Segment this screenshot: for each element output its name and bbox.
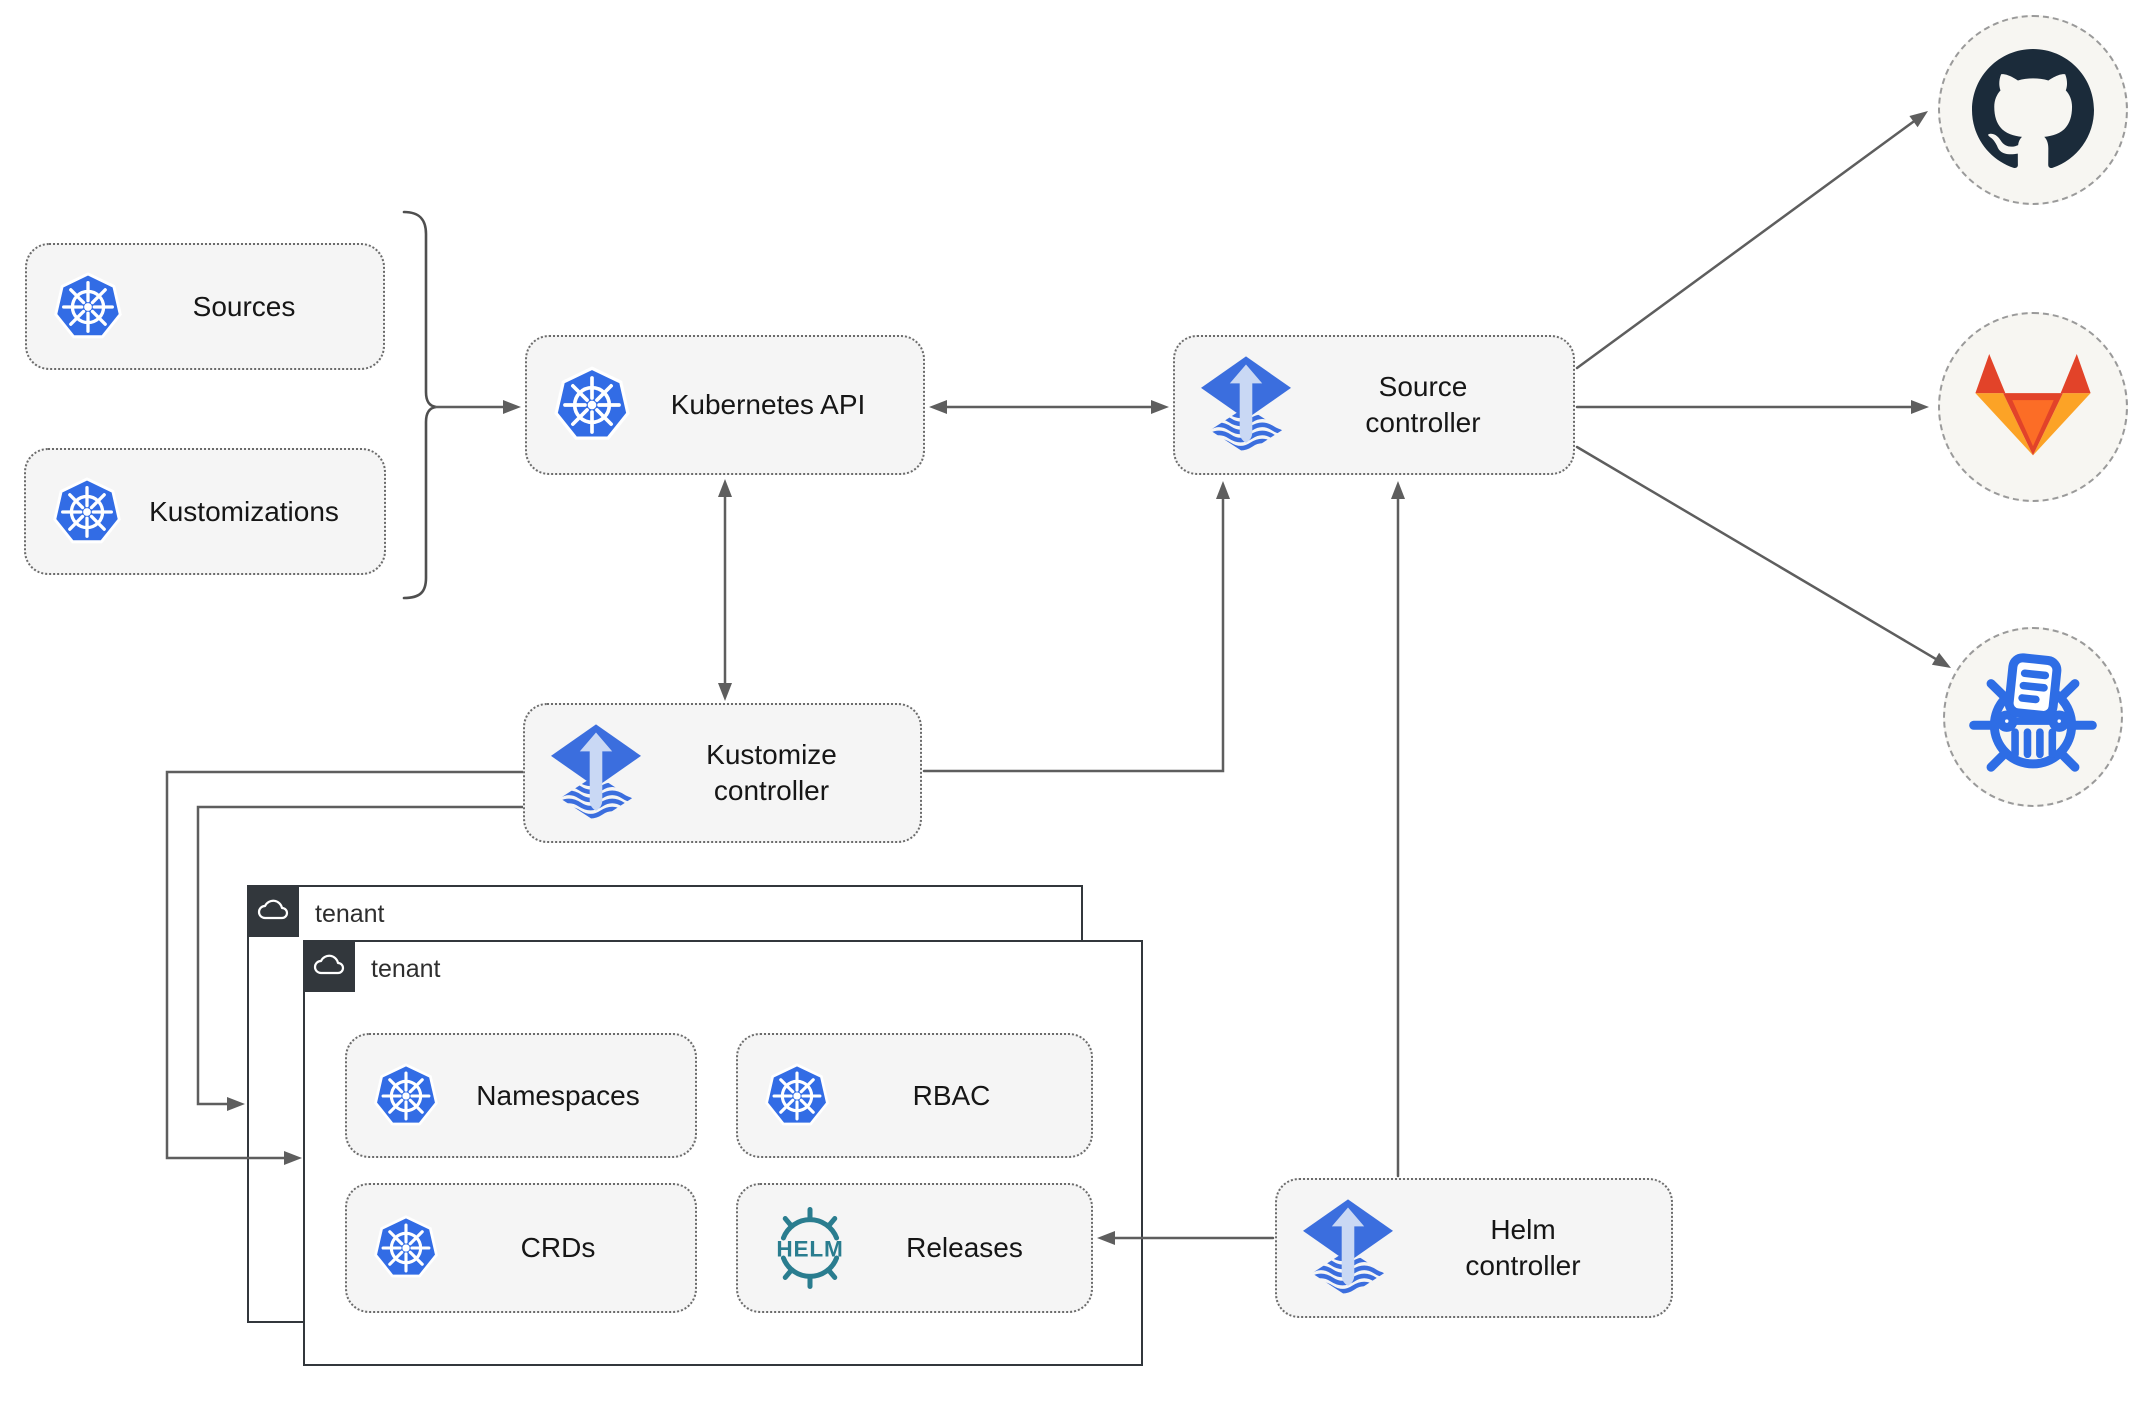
- node-label: Releases: [906, 1232, 1023, 1264]
- flux-icon: [1201, 356, 1291, 451]
- node-rbac: RBAC: [736, 1033, 1093, 1158]
- flux-icon: [551, 724, 641, 819]
- kubernetes-icon: [374, 1062, 438, 1125]
- bracket-sources-group: [402, 210, 437, 600]
- helm-logo-text: HELM: [776, 1236, 843, 1261]
- connector-kubernetes-api-kustomize-controller: [718, 479, 732, 701]
- node-helm-controller: Helm controller: [1275, 1178, 1673, 1318]
- connector-source-to-github: [1575, 111, 1928, 370]
- github-icon: [1972, 49, 2094, 168]
- cloud-icon: [257, 899, 288, 919]
- gitlab-icon: [1975, 354, 2091, 456]
- connector-helm-to-source-controller: [1391, 481, 1405, 1178]
- node-kustomizations: Kustomizations: [24, 448, 386, 575]
- tenant-tab: [246, 884, 299, 937]
- tenant-label: tenant: [371, 955, 441, 983]
- flux-icon: [1303, 1199, 1393, 1294]
- github-target: [1938, 15, 2128, 205]
- node-source-controller: Source controller: [1173, 335, 1575, 475]
- connector-bracket-to-kubernetes-api: [434, 400, 521, 414]
- node-kustomize-controller: Kustomize controller: [523, 703, 922, 843]
- kubernetes-icon: [53, 476, 121, 543]
- node-label: Kustomizations: [149, 495, 339, 527]
- node-releases: HELM Releases: [736, 1183, 1093, 1313]
- registry-icon: [1969, 653, 2097, 772]
- node-label: Namespaces: [476, 1079, 640, 1111]
- node-label: CRDs: [520, 1232, 596, 1264]
- node-label: Kubernetes API: [670, 389, 866, 421]
- tenant-label: tenant: [315, 900, 385, 928]
- node-label: RBAC: [912, 1079, 991, 1111]
- kubernetes-icon: [554, 366, 630, 440]
- gitlab-target: [1938, 312, 2128, 502]
- connector-source-to-gitlab: [1575, 400, 1929, 414]
- kubernetes-icon: [54, 271, 122, 338]
- tenant-tab: [302, 939, 355, 992]
- registry-target: [1943, 627, 2123, 807]
- connector-source-to-registry: [1575, 445, 1951, 668]
- connector-kubernetes-api-source-controller: [929, 400, 1169, 414]
- connector-kustomize-to-source-controller: [922, 481, 1230, 773]
- kubernetes-icon: [374, 1215, 438, 1278]
- node-kubernetes-api: Kubernetes API: [525, 335, 925, 475]
- kubernetes-icon: [765, 1062, 829, 1125]
- node-sources: Sources: [25, 243, 385, 370]
- node-crds: CRDs: [345, 1183, 697, 1313]
- cloud-icon: [313, 954, 344, 974]
- helm-icon: HELM: [776, 1207, 843, 1289]
- node-label: Source controller: [1365, 371, 1481, 438]
- node-label: Helm controller: [1465, 1214, 1581, 1281]
- node-namespaces: Namespaces: [345, 1033, 697, 1158]
- node-label: Kustomize controller: [706, 739, 837, 806]
- node-label: Sources: [192, 290, 296, 322]
